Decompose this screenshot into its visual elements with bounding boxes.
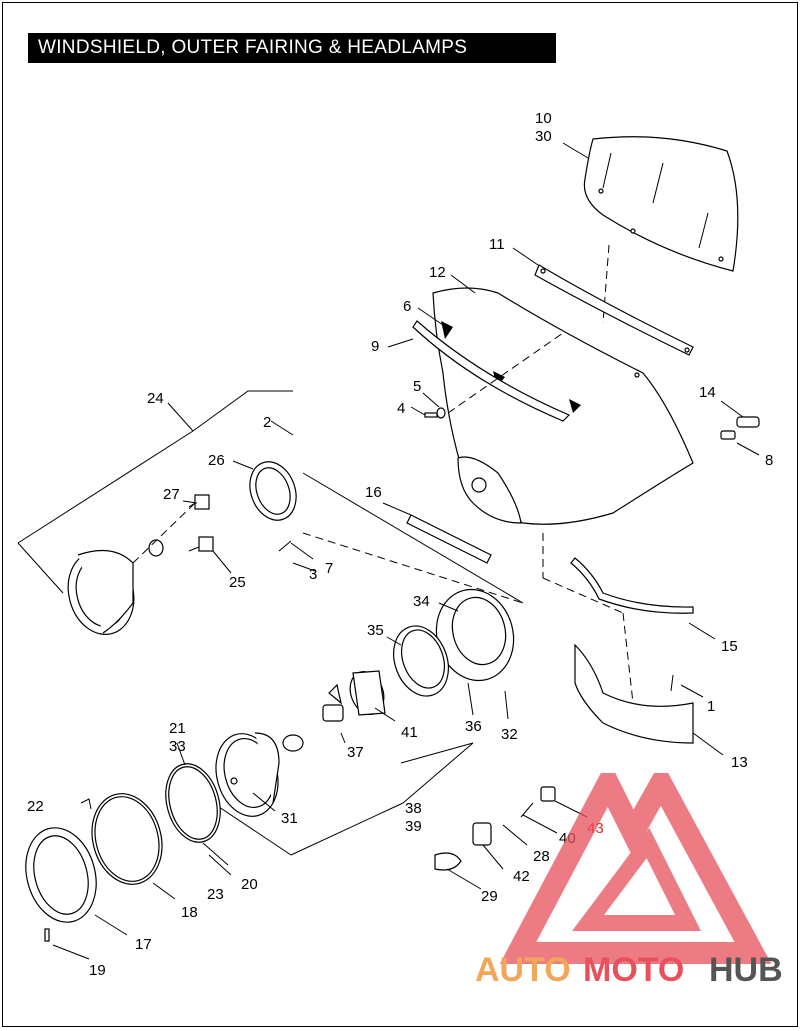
headlamp-bucket-41 — [349, 670, 386, 716]
callout-29: 29 — [481, 888, 498, 905]
callout-16: 16 — [365, 484, 382, 501]
callout-5: 5 — [413, 378, 421, 395]
callout-42: 42 — [513, 868, 530, 885]
callout-11: 11 — [489, 236, 505, 253]
bracket-15 — [570, 557, 694, 614]
retaining-ring-26 — [249, 461, 297, 521]
callout-6: 6 — [403, 298, 411, 315]
callout-36: 36 — [465, 718, 482, 735]
callout-10: 10 — [535, 110, 552, 127]
callout-7: 7 — [325, 560, 333, 577]
callout-18: 18 — [181, 904, 198, 921]
exploded-parts-diagram: 1 2 3 4 5 6 7 8 9 10 30 11 12 13 14 15 1… — [17, 110, 773, 979]
callout-12: 12 — [429, 264, 446, 281]
callout-labels: 1 2 3 4 5 6 7 8 9 10 30 11 12 13 14 15 1… — [27, 110, 773, 979]
callout-4: 4 — [397, 400, 405, 417]
callout-37: 37 — [347, 744, 364, 761]
callout-3: 3 — [309, 566, 317, 583]
socket — [148, 539, 164, 557]
headlamp-housing-34 — [435, 588, 515, 682]
callout-23: 23 — [207, 886, 224, 903]
callout-9: 9 — [371, 338, 379, 355]
clip-22 — [80, 798, 92, 810]
callout-30: 30 — [535, 128, 552, 145]
callout-22: 22 — [27, 798, 44, 815]
screw-and-washer — [424, 407, 446, 419]
callout-32: 32 — [501, 726, 518, 743]
callout-1: 1 — [707, 698, 715, 715]
callout-21: 21 — [169, 720, 186, 737]
windshield-trim — [534, 264, 694, 356]
callout-14: 14 — [699, 384, 716, 401]
bulb-27 — [188, 494, 210, 510]
screw-19 — [44, 928, 50, 942]
watermark-auto: AUTO — [475, 951, 571, 989]
windshield — [583, 136, 739, 272]
callout-38: 38 — [405, 800, 422, 817]
wiring-harness — [434, 786, 556, 871]
callout-8: 8 — [765, 452, 773, 469]
callout-41: 41 — [401, 724, 418, 741]
bulb-37 — [282, 683, 344, 752]
callout-35: 35 — [367, 622, 384, 639]
callout-34: 34 — [413, 593, 430, 610]
watermark-hub: HUB — [709, 951, 783, 989]
watermark-triangle-icon — [499, 773, 772, 964]
callout-13: 13 — [731, 754, 748, 771]
callout-25: 25 — [229, 574, 246, 591]
trim-ring-21-33 — [165, 763, 221, 843]
page-title: WINDSHIELD, OUTER FAIRING & HEADLAMPS — [28, 33, 556, 63]
outer-fairing — [432, 287, 694, 525]
mounting-ring-35 — [393, 625, 449, 697]
callout-17: 17 — [135, 936, 152, 953]
bracket-13 — [574, 643, 694, 744]
callout-20: 20 — [241, 876, 258, 893]
callout-15: 15 — [721, 638, 738, 655]
callout-27: 27 — [163, 486, 180, 503]
trim-strip-16 — [406, 514, 492, 564]
callout-31: 31 — [281, 810, 298, 827]
bulb-25 — [188, 536, 214, 552]
callout-28: 28 — [533, 848, 550, 865]
callout-24: 24 — [147, 390, 164, 407]
vent-knob — [720, 416, 760, 440]
callout-39: 39 — [405, 818, 422, 835]
watermark-logo: AUTO MOTO HUB — [475, 773, 783, 989]
callout-2: 2 — [263, 414, 271, 431]
callout-19: 19 — [89, 962, 106, 979]
main-headlamp-31 — [215, 732, 280, 817]
visor-ring-17 — [25, 827, 97, 923]
callout-33: 33 — [169, 738, 186, 755]
aux-headlamp-left — [67, 549, 135, 636]
callout-26: 26 — [208, 452, 225, 469]
watermark-moto: MOTO — [583, 951, 684, 989]
fairing-trim-strip — [412, 320, 571, 422]
chrome-ring-18 — [91, 793, 163, 885]
